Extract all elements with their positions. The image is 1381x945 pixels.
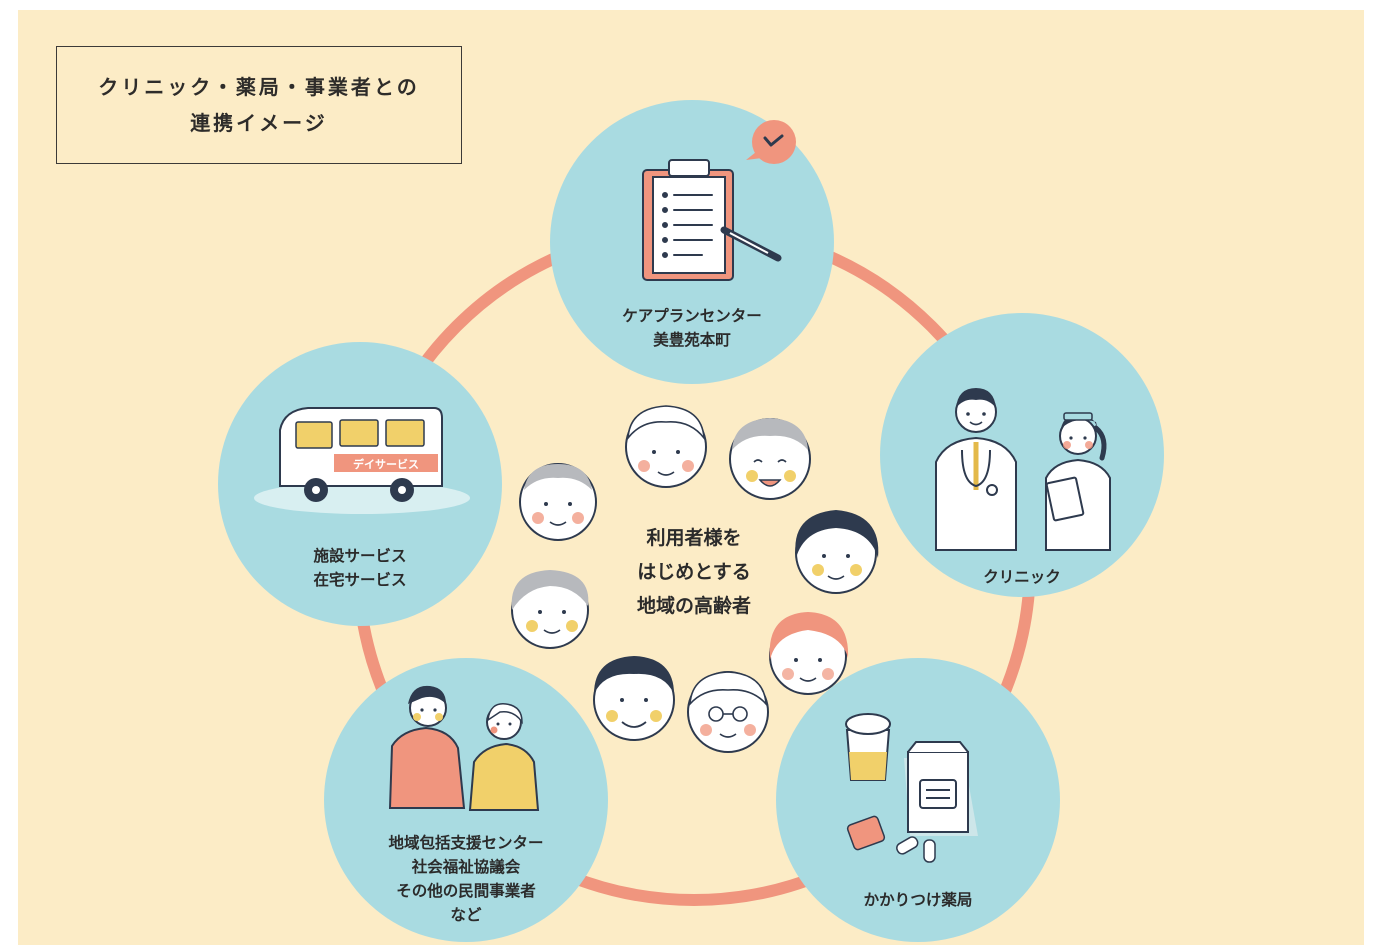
speech-bubble-icon: [746, 120, 796, 164]
elder-face-icon-3: [729, 418, 811, 500]
care-plan-line-2: 美豊苑本町: [653, 331, 731, 349]
clinic-label: クリニック: [983, 565, 1061, 589]
clinic-line-1: クリニック: [983, 568, 1061, 586]
community-line-2: 社会福祉協議会: [411, 858, 521, 876]
clipboard-icon: [642, 159, 734, 281]
facility-line-2: 在宅サービス: [313, 571, 407, 589]
clinic-circle: [880, 313, 1164, 597]
facility-label: 施設サービス 在宅サービス: [313, 544, 406, 592]
doctor-icon: [935, 388, 1017, 551]
title-box: クリニック・薬局・事業者との 連携イメージ: [56, 46, 462, 164]
pen-icon: [720, 226, 782, 262]
caregiver-icon: [388, 685, 466, 809]
medicine-bag-icon: [904, 741, 978, 836]
care-plan-line-1: ケアプランセンター: [622, 307, 762, 325]
center-label: 利用者様を はじめとする 地域の高齢者: [637, 521, 751, 623]
nurse-icon: [1045, 412, 1111, 551]
care-plan-label: ケアプランセンター 美豊苑本町: [622, 304, 762, 352]
pharmacy-label: かかりつけ薬局: [864, 888, 973, 912]
van-icon: デイサービス: [254, 407, 470, 514]
elder-face-icon-8: [687, 671, 769, 753]
title-line-2: 連携イメージ: [190, 111, 328, 135]
elder-face-icon-4: [795, 510, 879, 594]
community-label: 地域包括支援センター 社会福祉協議会 その他の民間事業者 など: [388, 831, 543, 927]
center-line-1: 利用者様を: [646, 527, 742, 549]
elder-woman-icon: [468, 703, 540, 811]
diagram-canvas: デイサービス: [18, 10, 1364, 945]
center-line-2: はじめとする: [637, 561, 751, 583]
diagram-art: デイサービス: [218, 100, 1164, 942]
community-line-4: など: [450, 906, 482, 924]
center-line-3: 地域の高齢者: [636, 595, 752, 617]
community-line-3: その他の民間事業者: [396, 882, 536, 900]
water-cup-icon: [845, 713, 891, 781]
elder-face-icon-2: [625, 405, 707, 488]
van-sign-text: デイサービス: [353, 457, 419, 471]
community-circle: [324, 658, 608, 942]
elder-face-icon-1: [519, 463, 597, 541]
elder-face-icon-6: [769, 612, 849, 695]
elder-face-icon-5: [511, 570, 589, 649]
community-line-1: 地域包括支援センター: [388, 834, 544, 852]
facility-line-1: 施設サービス: [313, 547, 407, 565]
title-line-1: クリニック・薬局・事業者との: [98, 75, 420, 99]
pharmacy-line-1: かかりつけ薬局: [863, 891, 973, 909]
elder-face-icon-7: [593, 656, 675, 741]
pills-icon: [846, 815, 936, 863]
